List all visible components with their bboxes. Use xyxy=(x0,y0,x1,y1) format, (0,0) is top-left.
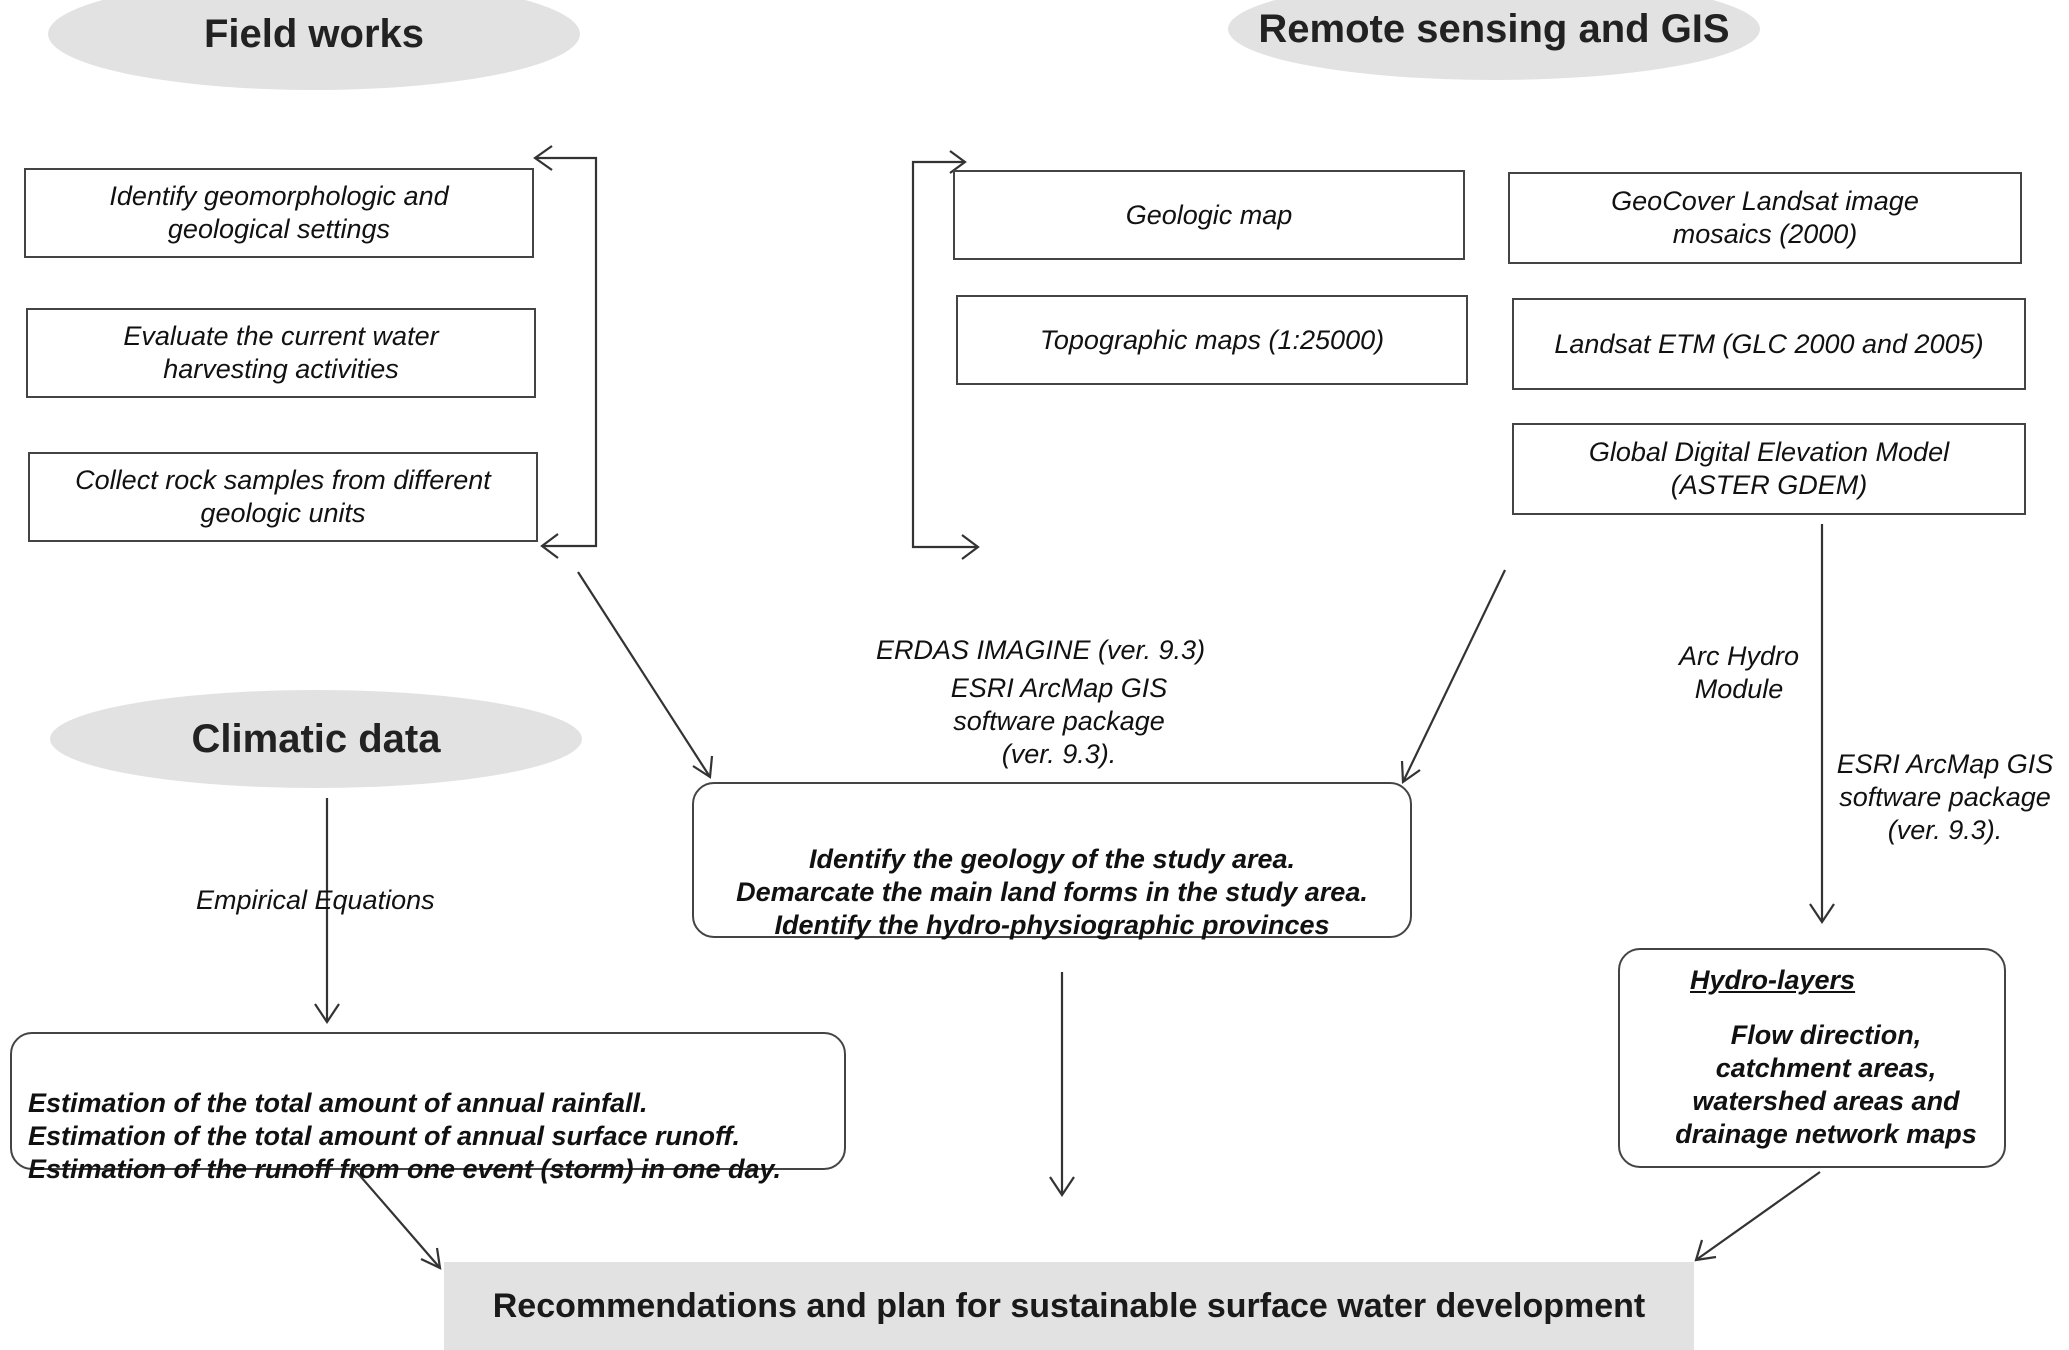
rainfall-estimation-text: Estimation of the total amount of annual… xyxy=(28,1087,782,1184)
rs-bracket-arrowhead-bottom xyxy=(961,534,980,560)
arc-hydro-label: Arc Hydro Module xyxy=(1678,641,1800,704)
arrowhead-climatic-to-rainfall xyxy=(314,1003,340,1024)
field-bracket xyxy=(535,156,598,548)
hydro-layers-box: Hydro-layers Flow direction, catchment a… xyxy=(1618,948,2006,1168)
field-box-rock-samples-text: Collect rock samples from different geol… xyxy=(75,465,491,528)
rs-box-landsat-etm-text: Landsat ETM (GLC 2000 and 2005) xyxy=(1554,328,1984,359)
rs-box-gdem-text: Global Digital Elevation Model (ASTER GD… xyxy=(1588,437,1950,500)
rs-bracket xyxy=(911,160,978,549)
esri-right-label: ESRI ArcMap GIS software package (ver. 9… xyxy=(1836,749,2054,845)
geology-result-box: Identify the geology of the study area. … xyxy=(692,782,1412,940)
climatic-data-title: Climatic data xyxy=(191,716,441,761)
climatic-data-header: Climatic data xyxy=(50,690,582,788)
arrow-hydro-to-final xyxy=(1695,1171,1821,1261)
final-recommendations-text: Recommendations and plan for sustainable… xyxy=(492,1286,1646,1325)
arrowhead-rs-to-geology xyxy=(1400,760,1421,785)
arrowhead-rainfall-to-final xyxy=(420,1247,442,1270)
field-box-geomorphology-text: Identify geomorphologic and geological s… xyxy=(109,181,449,244)
rs-box-topographic-maps-text: Topographic maps (1:25000) xyxy=(1039,324,1385,355)
field-box-geomorphology: Identify geomorphologic and geological s… xyxy=(24,168,534,258)
final-recommendations-box: Recommendations and plan for sustainable… xyxy=(444,1262,1694,1350)
esri-center-label: ESRI ArcMap GIS software package (ver. 9… xyxy=(950,673,1168,769)
rs-bracket-arrowhead-top xyxy=(949,150,967,174)
arrowhead-gdem-to-hydro xyxy=(1809,903,1835,924)
rs-box-landsat-etm: Landsat ETM (GLC 2000 and 2005) xyxy=(1512,298,2026,390)
field-bracket-arrowhead-top xyxy=(533,145,553,171)
rs-box-geologic-map: Geologic map xyxy=(953,170,1465,260)
arrowhead-hydro-to-final xyxy=(1694,1239,1717,1262)
geology-result-text: Identify the geology of the study area. … xyxy=(736,843,1368,940)
arrow-rainfall-to-final xyxy=(354,1169,441,1269)
field-box-water-harvesting: Evaluate the current water harvesting ac… xyxy=(26,308,536,398)
rs-box-gdem: Global Digital Elevation Model (ASTER GD… xyxy=(1512,423,2026,515)
field-works-header: Field works xyxy=(48,0,580,90)
erdas-label: ERDAS IMAGINE (ver. 9.3) xyxy=(876,635,1206,665)
rs-box-geocover-text: GeoCover Landsat image mosaics (2000) xyxy=(1611,186,1919,249)
rs-box-geocover: GeoCover Landsat image mosaics (2000) xyxy=(1508,172,2022,264)
rs-box-geologic-map-text: Geologic map xyxy=(1125,199,1293,230)
field-bracket-arrowhead-bottom xyxy=(540,533,559,559)
hydro-layers-title: Hydro-layers xyxy=(1690,965,1856,995)
rs-box-topographic-maps: Topographic maps (1:25000) xyxy=(956,295,1468,385)
hydro-layers-text: Flow direction, catchment areas, watersh… xyxy=(1675,1019,1977,1149)
arrow-rs-to-geology xyxy=(1402,569,1506,783)
field-works-title: Field works xyxy=(203,11,425,56)
arrow-field-to-geology xyxy=(577,571,711,778)
empirical-equations-label: Empirical Equations xyxy=(196,885,435,915)
rainfall-estimation-box: Estimation of the total amount of annual… xyxy=(10,1032,846,1184)
remote-sensing-title: Remote sensing and GIS xyxy=(1258,6,1730,51)
remote-sensing-header: Remote sensing and GIS xyxy=(1228,0,1760,80)
arrowhead-field-to-geology xyxy=(692,755,714,779)
field-box-water-harvesting-text: Evaluate the current water harvesting ac… xyxy=(123,321,439,384)
arrowhead-geology-to-final xyxy=(1049,1176,1075,1197)
field-box-rock-samples: Collect rock samples from different geol… xyxy=(28,452,538,542)
